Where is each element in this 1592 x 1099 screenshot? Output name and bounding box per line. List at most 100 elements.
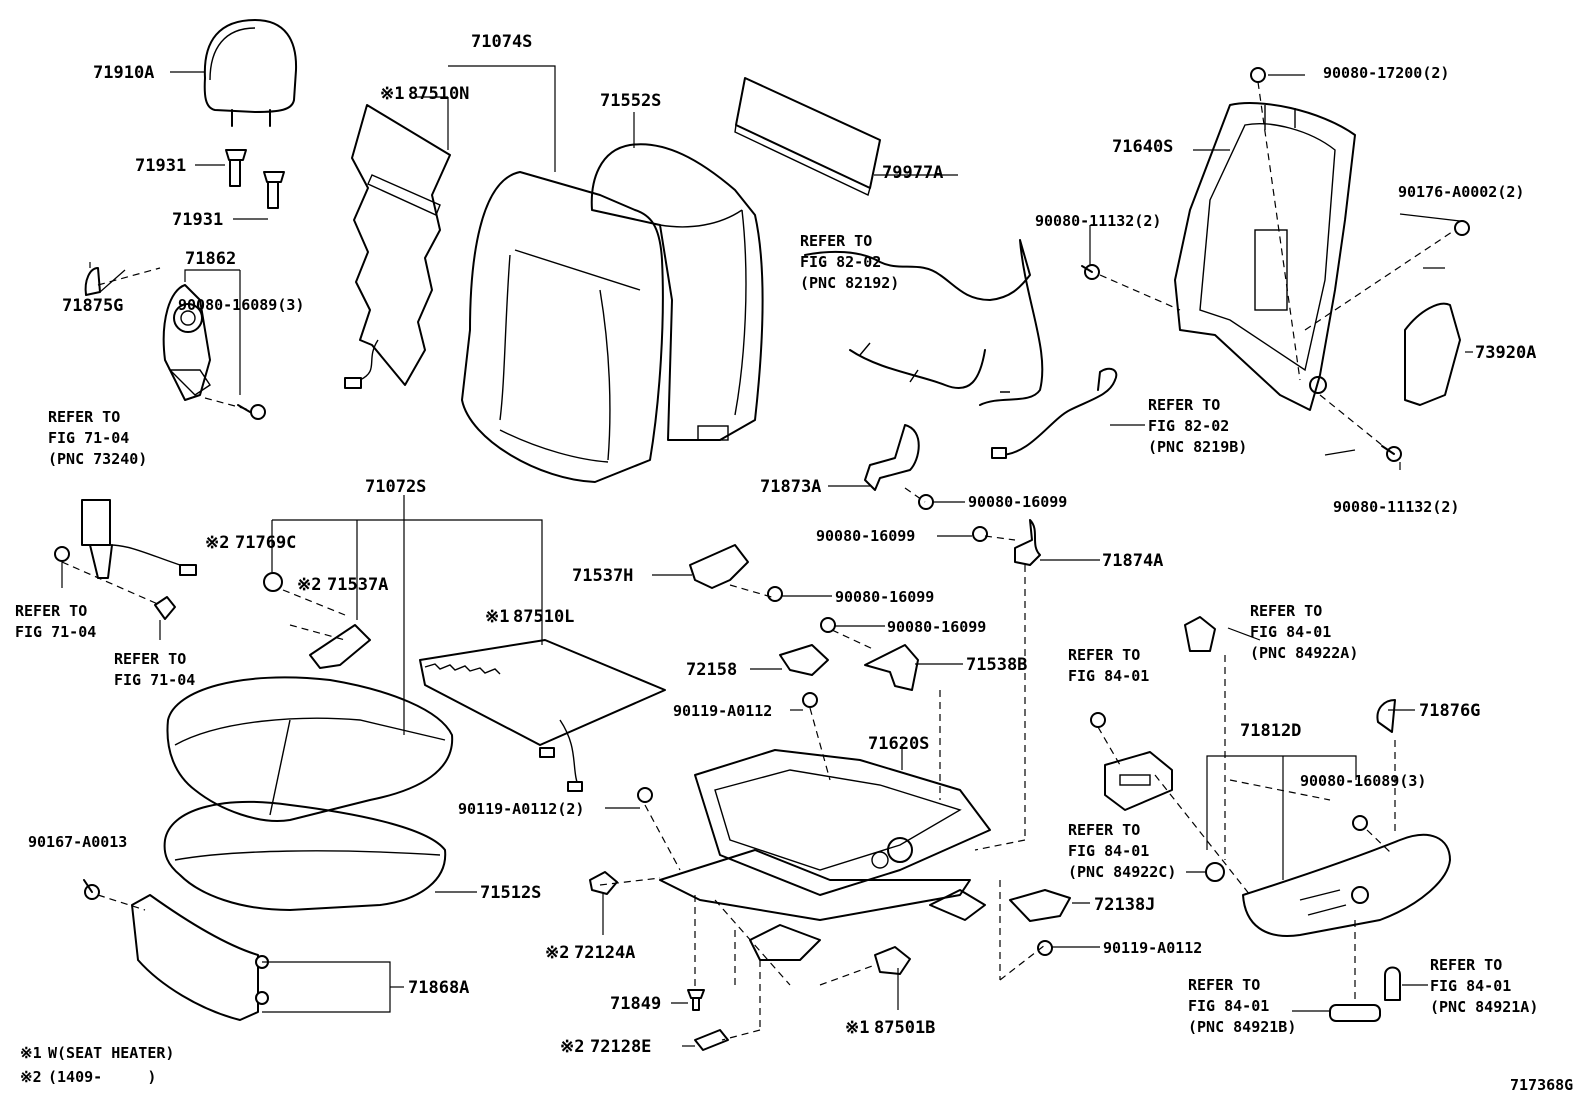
part-label-71875g: 71875G (62, 296, 123, 316)
bolt-icon (1037, 940, 1053, 956)
bracket-72158-drawing (779, 644, 829, 676)
svg-text:REFER TO: REFER TO (15, 602, 87, 620)
part-label-71874a: 71874A (1102, 551, 1163, 571)
knob-84921a-drawing (1384, 966, 1401, 1001)
part-label-73920a: 73920A (1475, 343, 1536, 363)
svg-text:(PNC 82192): (PNC 82192) (800, 274, 899, 292)
bolt-icon (802, 692, 818, 708)
refer-fig-71-04-a: REFER TO FIG 71-04 (PNC 73240) (48, 408, 147, 468)
svg-text:REFER TO: REFER TO (48, 408, 120, 426)
svg-text:FIG 71-04: FIG 71-04 (48, 429, 129, 447)
seatbelt-buckle-drawing (54, 499, 197, 579)
seat-cushion-cover-drawing (166, 676, 454, 822)
svg-text:FIG 84-01: FIG 84-01 (1068, 842, 1149, 860)
part-label-90080-17200: 90080-17200(2) (1323, 64, 1449, 82)
part-label-87510n: 87510N (408, 84, 469, 104)
clip-72124a-drawing (589, 871, 618, 895)
note-mark: ※2 (560, 1037, 584, 1057)
side-shield-71812d-drawing (1242, 833, 1451, 937)
part-label-71512s: 71512S (480, 883, 541, 903)
part-label-90080-16099-a: 90080-16099 (835, 588, 934, 606)
seat-cushion-pad-drawing (163, 800, 447, 911)
wire-harness-drawing (804, 239, 1044, 406)
bolt-icon (918, 494, 934, 510)
note-mark: ※1 (380, 84, 404, 104)
part-label-72128e: 72128E (590, 1037, 651, 1057)
part-label-90080-11132-a: 90080-11132(2) (1035, 212, 1161, 230)
part-label-90080-16099-c: 90080-16099 (816, 527, 915, 545)
svg-text:REFER TO: REFER TO (1148, 396, 1220, 414)
seatback-cover-drawing (461, 171, 664, 483)
note-mark: ※2 (545, 943, 569, 963)
bracket-71873a-drawing (864, 424, 920, 491)
note-mark: ※1 (485, 607, 509, 627)
part-label-90119-a0112-2: 90119-A0112(2) (458, 800, 584, 818)
seat-switch-drawing (1104, 751, 1173, 811)
part-label-71640s: 71640S (1112, 137, 1173, 157)
seatback-frame-drawing (1174, 102, 1356, 411)
side-cap-71876g-drawing (1376, 699, 1396, 733)
svg-text:REFER TO: REFER TO (1250, 602, 1322, 620)
screw-icon (237, 404, 266, 420)
bolt-icon (637, 787, 653, 803)
refer-fig-84-01-d: REFER TO FIG 84-01 (PNC 84921B) (1188, 976, 1296, 1036)
svg-text:REFER TO: REFER TO (1068, 646, 1140, 664)
buckle-clip-drawing (154, 596, 176, 620)
part-label-90080-11132-b: 90080-11132(2) (1333, 498, 1459, 516)
clip-72128e-drawing (694, 1029, 729, 1051)
part-label-71910a: 71910A (93, 63, 154, 83)
part-label-72158: 72158 (686, 660, 737, 680)
refer-fig-82-02-b: REFER TO FIG 82-02 (PNC 8219B) (1148, 396, 1247, 456)
svg-text:FIG 71-04: FIG 71-04 (114, 671, 195, 689)
part-label-90119-a0112-a: 90119-A0112 (673, 702, 772, 720)
side-shield-drawing (1404, 302, 1461, 406)
svg-text:FIG 84-01: FIG 84-01 (1068, 667, 1149, 685)
note-mark: ※1 (845, 1018, 869, 1038)
part-label-71931-a: 71931 (135, 156, 186, 176)
svg-text:FIG 84-01: FIG 84-01 (1250, 623, 1331, 641)
part-label-71552s: 71552S (600, 91, 661, 111)
svg-text:(PNC 84921B): (PNC 84921B) (1188, 1018, 1296, 1036)
screw-icon (1090, 712, 1106, 728)
svg-text:(PNC 84922C): (PNC 84922C) (1068, 863, 1176, 881)
part-label-71538b: 71538B (966, 655, 1027, 675)
refer-fig-84-01-a: REFER TO FIG 84-01 (PNC 84922A) (1250, 602, 1358, 662)
svg-text:FIG 71-04: FIG 71-04 (15, 623, 96, 641)
side-cap-drawing (84, 267, 101, 296)
front-cover-drawing (83, 879, 269, 1021)
part-label-71769c: 71769C (235, 533, 296, 553)
footnotes: ※1 W(SEAT HEATER) ※2 (1409- ) (20, 1044, 174, 1086)
dashed-lines (61, 81, 1456, 1041)
seatback-board-drawing (734, 77, 881, 196)
footnote-text-1: W(SEAT HEATER) (48, 1044, 174, 1062)
sensor-87501b-drawing (874, 946, 911, 975)
footnote-text-2: (1409- ) (48, 1068, 156, 1086)
part-label-71849: 71849 (610, 994, 661, 1014)
bracket-72138j-drawing (1009, 889, 1071, 922)
svg-text:REFER TO: REFER TO (1068, 821, 1140, 839)
svg-text:(PNC 73240): (PNC 73240) (48, 450, 147, 468)
refer-fig-82-02-a: REFER TO FIG 82-02 (PNC 82192) (800, 232, 899, 292)
seatback-pad-drawing (590, 143, 764, 441)
svg-text:FIG 84-01: FIG 84-01 (1188, 997, 1269, 1015)
svg-text:FIG 82-02: FIG 82-02 (1148, 417, 1229, 435)
svg-text:(PNC 84921A): (PNC 84921A) (1430, 998, 1538, 1016)
part-label-87510l: 87510L (513, 607, 574, 627)
seat-track-drawing (659, 749, 991, 961)
part-label-71537a: 71537A (327, 575, 388, 595)
part-label-71537h: 71537H (572, 566, 633, 586)
headrest-drawing (203, 19, 298, 127)
part-label-71812d: 71812D (1240, 721, 1301, 741)
svg-text:REFER TO: REFER TO (1188, 976, 1260, 994)
part-label-71862: 71862 (185, 249, 236, 269)
knob-84921b-drawing (1329, 1004, 1381, 1022)
part-label-90176: 90176-A0002(2) (1398, 183, 1524, 201)
refer-fig-84-01-c: REFER TO FIG 84-01 (PNC 84922C) (1068, 821, 1176, 881)
bolt-icon (767, 586, 783, 602)
part-label-72124a: 72124A (574, 943, 635, 963)
pin-71849-drawing (687, 989, 705, 1011)
svg-text:(PNC 8219B): (PNC 8219B) (1148, 438, 1247, 456)
cap-71769c-drawing (263, 572, 283, 592)
